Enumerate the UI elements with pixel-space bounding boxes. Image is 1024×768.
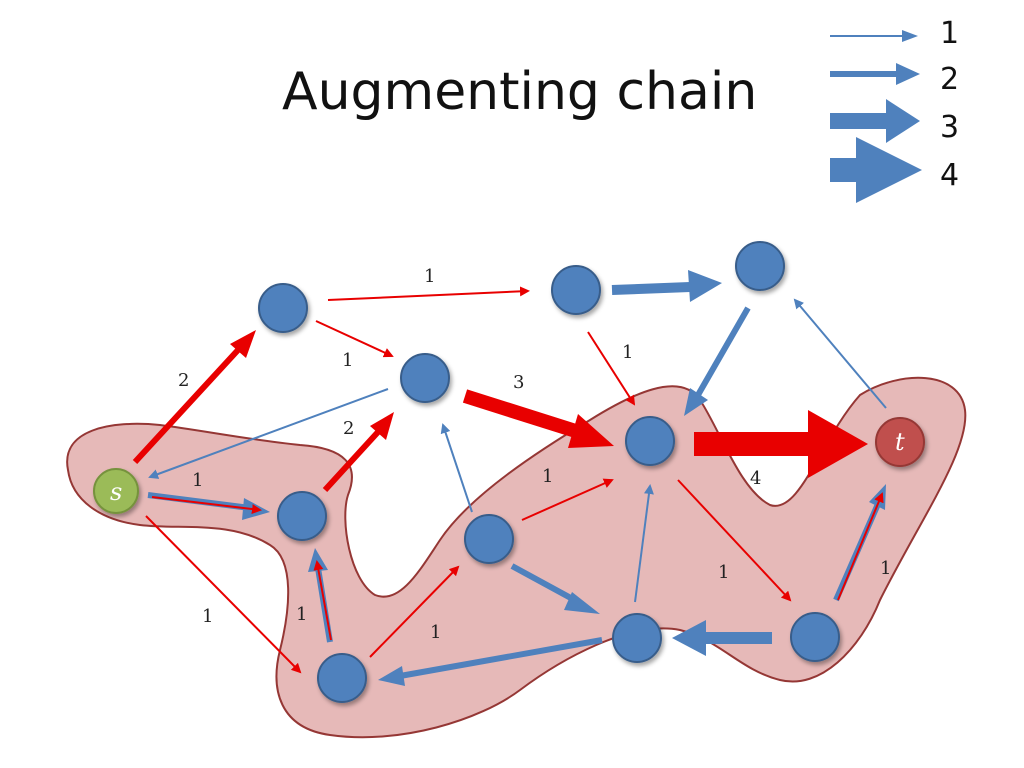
edge-f-to-d <box>521 478 614 521</box>
page-title: Augmenting chain <box>282 62 758 122</box>
label-i-to-t: 1 <box>880 558 891 579</box>
node-b <box>400 353 450 403</box>
node-f <box>464 514 514 564</box>
augmenting-chain-region <box>66 376 967 739</box>
node-d <box>625 416 675 466</box>
node-g <box>317 653 367 703</box>
node-t <box>875 417 925 467</box>
edge-c-to-j <box>611 282 691 295</box>
label-d-to-t: 4 <box>750 468 761 489</box>
legend-label-2: 2 <box>940 62 960 97</box>
edge-b-to-d-big-head <box>568 414 614 448</box>
legend-label-4: 4 <box>940 158 960 193</box>
label-b-to-d: 3 <box>513 372 524 393</box>
edge-s-to-a-head <box>230 330 256 358</box>
edge-g-to-f <box>369 565 460 658</box>
label-s-to-a: 2 <box>178 370 189 391</box>
legend-arrow-1 <box>830 30 918 42</box>
edge-f-to-h-head <box>564 592 600 614</box>
label-c-to-d: 1 <box>622 342 633 363</box>
node-a <box>258 283 308 333</box>
label-g-to-e: 1 <box>296 604 307 625</box>
edge-e-to-b <box>322 429 381 493</box>
legend-arrow-3 <box>830 99 920 143</box>
edge-e-to-b-head <box>370 412 394 440</box>
edge-a-to-b <box>315 320 394 358</box>
edge-h-to-d <box>634 484 654 603</box>
label-s-to-g: 1 <box>202 606 213 627</box>
edge-t-to-j <box>793 298 887 409</box>
edge-f-to-h <box>510 563 582 606</box>
edge-c-to-d <box>587 331 636 406</box>
edge-b-to-d-big <box>462 389 585 440</box>
legend-label-1: 1 <box>940 16 960 51</box>
label-f-to-d: 1 <box>542 466 553 487</box>
edge-b-to-s <box>148 388 389 479</box>
node-i <box>790 612 840 662</box>
edge-d-to-i <box>677 479 792 602</box>
edge-s-to-e-flow <box>151 496 262 515</box>
edge-s-to-g <box>145 515 302 674</box>
node-c <box>551 265 601 315</box>
edge-h-to-g-head <box>378 666 405 686</box>
legend-arrow-2 <box>830 63 920 85</box>
legend-arrow-4 <box>830 137 922 203</box>
node-e <box>277 491 327 541</box>
node-j <box>735 241 785 291</box>
edge-f-to-b <box>440 423 473 513</box>
edge-j-to-d-head <box>684 388 708 416</box>
node-t-label: t <box>895 428 905 456</box>
label-e-to-b: 2 <box>343 418 354 439</box>
edge-i-to-t-flow <box>837 492 884 601</box>
node-s-label: s <box>110 478 122 506</box>
edge-s-to-a <box>132 347 241 465</box>
label-d-to-i: 1 <box>718 562 729 583</box>
edge-a-to-c <box>327 286 530 301</box>
edge-i-to-h-head <box>672 620 706 656</box>
edge-d-to-t-shaft <box>694 432 814 456</box>
legend-label-3: 3 <box>940 110 960 145</box>
label-a-to-b: 1 <box>342 350 353 371</box>
node-s <box>93 468 139 514</box>
edge-j-to-d <box>695 306 751 397</box>
label-g-to-f: 1 <box>430 622 441 643</box>
edge-g-to-e-flow <box>313 560 332 641</box>
edge-d-to-t-head <box>808 410 868 478</box>
label-s-to-e: 1 <box>192 470 203 491</box>
node-h <box>612 613 662 663</box>
label-a-to-c: 1 <box>424 266 435 287</box>
edge-h-to-g <box>399 637 603 679</box>
edge-c-to-j-head <box>688 270 722 302</box>
